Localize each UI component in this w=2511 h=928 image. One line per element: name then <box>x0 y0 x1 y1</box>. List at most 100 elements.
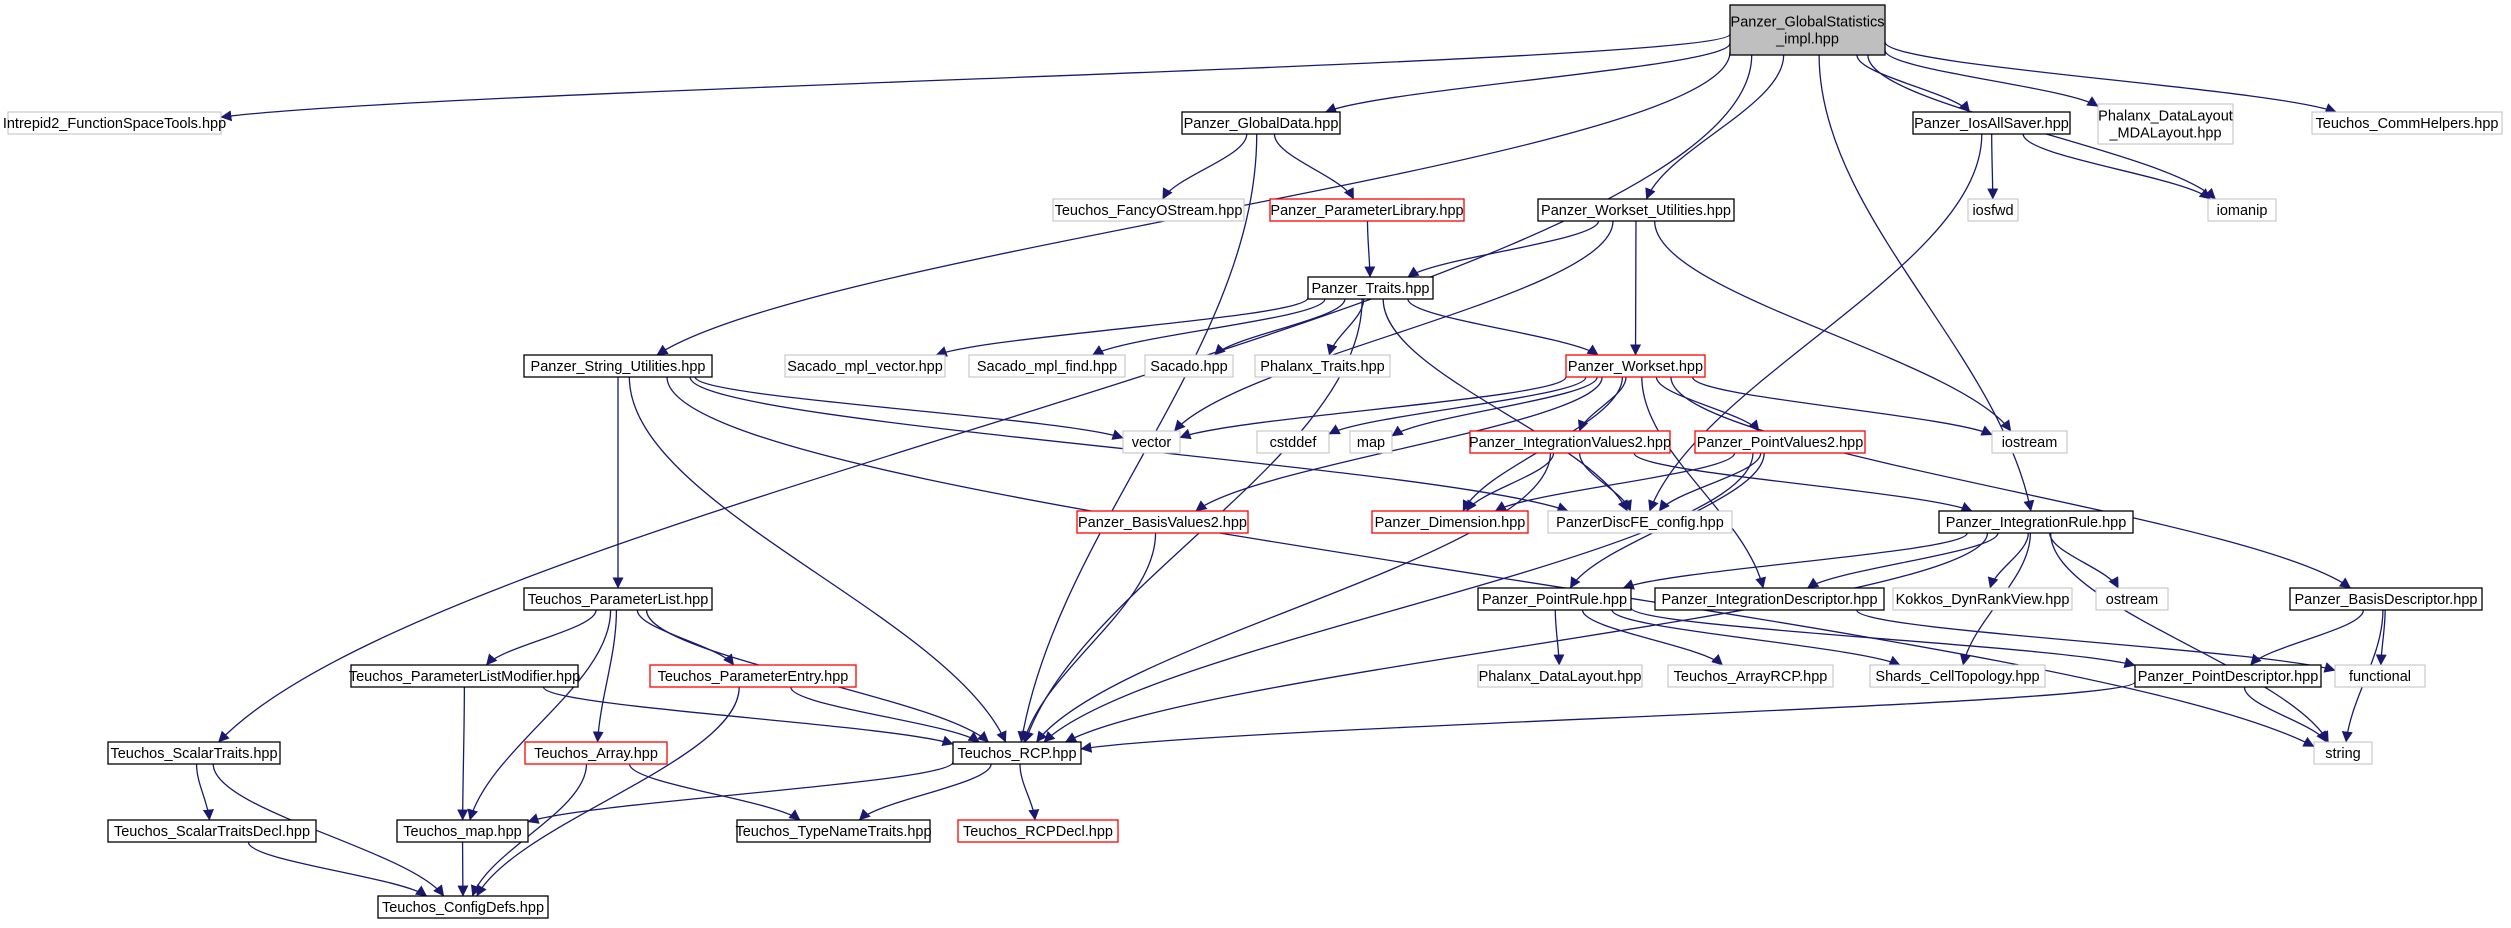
node-configdefs[interactable]: Teuchos_ConfigDefs.hpp <box>377 895 549 919</box>
node-label-globaldata: Panzer_GlobalData.hpp <box>1184 116 1339 132</box>
node-label-paramlibrary: Panzer_ParameterLibrary.hpp <box>1270 203 1463 219</box>
node-label-sacado_find: Sacado_mpl_find.hpp <box>977 359 1117 375</box>
node-kokkos[interactable]: Kokkos_DynRankView.hpp <box>1892 587 2073 611</box>
edge-rcp-to-rcpdecl <box>1019 763 1040 821</box>
node-pointdescriptor[interactable]: Panzer_PointDescriptor.hpp <box>2134 664 2322 688</box>
node-string_util[interactable]: Panzer_String_Utilities.hpp <box>523 354 713 378</box>
node-workset[interactable]: Panzer_Workset.hpp <box>1565 354 1706 378</box>
node-commhelpers[interactable]: Teuchos_CommHelpers.hpp <box>2311 111 2503 135</box>
node-label-teuchos_map: Teuchos_map.hpp <box>403 824 522 840</box>
node-basisvalues2[interactable]: Panzer_BasisValues2.hpp <box>1076 510 1249 534</box>
node-box-pointvalues2 <box>1694 430 1866 454</box>
node-intrepid2[interactable]: Intrepid2_FunctionSpaceTools.hpp <box>3 111 226 135</box>
node-arrayrcp[interactable]: Teuchos_ArrayRCP.hpp <box>1667 664 1834 688</box>
node-box-functional <box>2334 664 2426 688</box>
edge-intvalues2-to-intrule <box>1633 452 1973 513</box>
edge-root-to-scalartraits <box>218 54 1753 743</box>
node-label-kokkos: Kokkos_DynRankView.hpp <box>1896 592 2070 608</box>
edge-pointvalues2-to-dimension <box>1494 452 1736 512</box>
node-label-intrepid2: Intrepid2_FunctionSpaceTools.hpp <box>3 116 226 132</box>
node-rcpdecl[interactable]: Teuchos_RCPDecl.hpp <box>957 819 1119 843</box>
node-shards[interactable]: Shards_CellTopology.hpp <box>1869 664 2046 688</box>
node-intvalues2[interactable]: Panzer_IntegrationValues2.hpp <box>1469 430 1671 454</box>
node-iostream[interactable]: iostream <box>1991 430 2068 454</box>
node-box-iosfwd <box>1967 198 2019 222</box>
node-functional[interactable]: functional <box>2334 664 2426 688</box>
node-pointvalues2[interactable]: Panzer_PointValues2.hpp <box>1694 430 1866 454</box>
edge-root-to-workset_util <box>1645 54 1785 200</box>
node-traits[interactable]: Panzer_Traits.hpp <box>1307 276 1434 300</box>
node-cstddef[interactable]: cstddef <box>1256 430 1330 454</box>
edge-intrule-to-rcp <box>1065 532 1989 743</box>
node-phalanx_mda[interactable]: Phalanx_DataLayout_MDALayout.hpp <box>2097 103 2234 145</box>
node-label-root-line1: Panzer_GlobalStatistics <box>1731 15 1885 31</box>
node-typenametraits[interactable]: Teuchos_TypeNameTraits.hpp <box>735 819 932 843</box>
node-pointrule[interactable]: Panzer_PointRule.hpp <box>1477 587 1632 611</box>
node-sacado_find[interactable]: Sacado_mpl_find.hpp <box>968 354 1126 378</box>
node-workset_util[interactable]: Panzer_Workset_Utilities.hpp <box>1537 198 1735 222</box>
node-box-phalanx_mda <box>2097 103 2234 145</box>
node-label-shards: Shards_CellTopology.hpp <box>1875 669 2039 685</box>
edge-pointdescriptor-to-rcp <box>1080 681 2136 753</box>
edge-root-to-commhelpers <box>1884 41 2337 114</box>
node-intdescriptor[interactable]: Panzer_IntegrationDescriptor.hpp <box>1654 587 1885 611</box>
node-intrule[interactable]: Panzer_IntegrationRule.hpp <box>1938 510 2134 534</box>
node-teuchos_map[interactable]: Teuchos_map.hpp <box>396 819 529 843</box>
node-box-string <box>2313 741 2373 765</box>
node-phalanx_dl[interactable]: Phalanx_DataLayout.hpp <box>1477 664 1643 688</box>
edge-paramlistmod-to-teuchos_map <box>457 686 469 821</box>
edge-pointvalues2-to-discfe_config <box>1658 452 1762 512</box>
node-box-fancyostream <box>1052 198 1245 222</box>
node-scalartraitsdecl[interactable]: Teuchos_ScalarTraitsDecl.hpp <box>107 819 317 843</box>
node-dimension[interactable]: Panzer_Dimension.hpp <box>1371 510 1529 534</box>
node-box-basisvalues2 <box>1076 510 1249 534</box>
edge-traits-to-sacado_vec <box>935 297 1309 357</box>
node-basisdescriptor[interactable]: Panzer_BasisDescriptor.hpp <box>2289 587 2483 611</box>
node-globaldata[interactable]: Panzer_GlobalData.hpp <box>1181 111 1341 135</box>
edge-workset-to-vector <box>1179 376 1567 440</box>
node-box-basisdescriptor <box>2289 587 2483 611</box>
node-box-rcpdecl <box>957 819 1119 843</box>
node-vector[interactable]: vector <box>1122 430 1181 454</box>
node-label-phalanx_dl: Phalanx_DataLayout.hpp <box>1479 669 1642 685</box>
node-box-iomanip <box>2207 198 2277 222</box>
node-sacado[interactable]: Sacado.hpp <box>1144 354 1234 378</box>
node-box-typenametraits <box>736 819 931 843</box>
edge-intrule-to-intdescriptor <box>1807 532 1999 589</box>
node-sacado_vec[interactable]: Sacado_mpl_vector.hpp <box>784 354 946 378</box>
node-map[interactable]: map <box>1349 430 1393 454</box>
node-iosfwd[interactable]: iosfwd <box>1967 198 2019 222</box>
edge-pointrule-to-phalanx_dl <box>1553 609 1565 666</box>
node-label-phalanx_traits: Phalanx_Traits.hpp <box>1260 359 1384 375</box>
node-discfe_config[interactable]: PanzerDiscFE_config.hpp <box>1547 510 1733 534</box>
node-iosallsaver[interactable]: Panzer_IosAllSaver.hpp <box>1912 111 2071 135</box>
node-label-fancyostream: Teuchos_FancyOStream.hpp <box>1055 203 1243 219</box>
node-paramlibrary[interactable]: Panzer_ParameterLibrary.hpp <box>1269 198 1465 222</box>
node-root[interactable]: Panzer_GlobalStatistics_impl.hpp <box>1729 4 1886 56</box>
node-string[interactable]: string <box>2313 741 2373 765</box>
node-paramlistmod[interactable]: Teuchos_ParameterListModifier.hpp <box>349 664 580 688</box>
node-box-string_util <box>523 354 713 378</box>
node-iomanip[interactable]: iomanip <box>2207 198 2277 222</box>
node-box-iosallsaver <box>1912 111 2071 135</box>
edge-traits-to-discfe_config <box>1382 298 1628 512</box>
node-array[interactable]: Teuchos_Array.hpp <box>524 741 668 765</box>
node-label-array: Teuchos_Array.hpp <box>534 746 658 762</box>
node-label-scalartraits: Teuchos_ScalarTraits.hpp <box>110 746 277 762</box>
node-label-basisdescriptor: Panzer_BasisDescriptor.hpp <box>2295 592 2478 608</box>
node-scalartraits[interactable]: Teuchos_ScalarTraits.hpp <box>107 741 281 765</box>
node-rcp[interactable]: Teuchos_RCP.hpp <box>952 741 1082 765</box>
node-box-traits <box>1307 276 1434 300</box>
node-label-workset_util: Panzer_Workset_Utilities.hpp <box>1541 203 1731 219</box>
edge-workset-to-pointvalues2 <box>1655 376 1760 432</box>
node-label-cstddef: cstddef <box>1270 435 1318 451</box>
node-box-configdefs <box>377 895 549 919</box>
node-fancyostream[interactable]: Teuchos_FancyOStream.hpp <box>1052 198 1245 222</box>
node-paramlist[interactable]: Teuchos_ParameterList.hpp <box>523 587 713 611</box>
edge-intvalues2-to-rcp <box>1036 452 1552 743</box>
node-ostream[interactable]: ostream <box>2095 587 2169 611</box>
node-phalanx_traits[interactable]: Phalanx_Traits.hpp <box>1254 354 1391 378</box>
node-paramentry[interactable]: Teuchos_ParameterEntry.hpp <box>649 664 857 688</box>
edge-workset-to-basisvalues2 <box>1195 376 1603 512</box>
node-box-map <box>1349 430 1393 454</box>
